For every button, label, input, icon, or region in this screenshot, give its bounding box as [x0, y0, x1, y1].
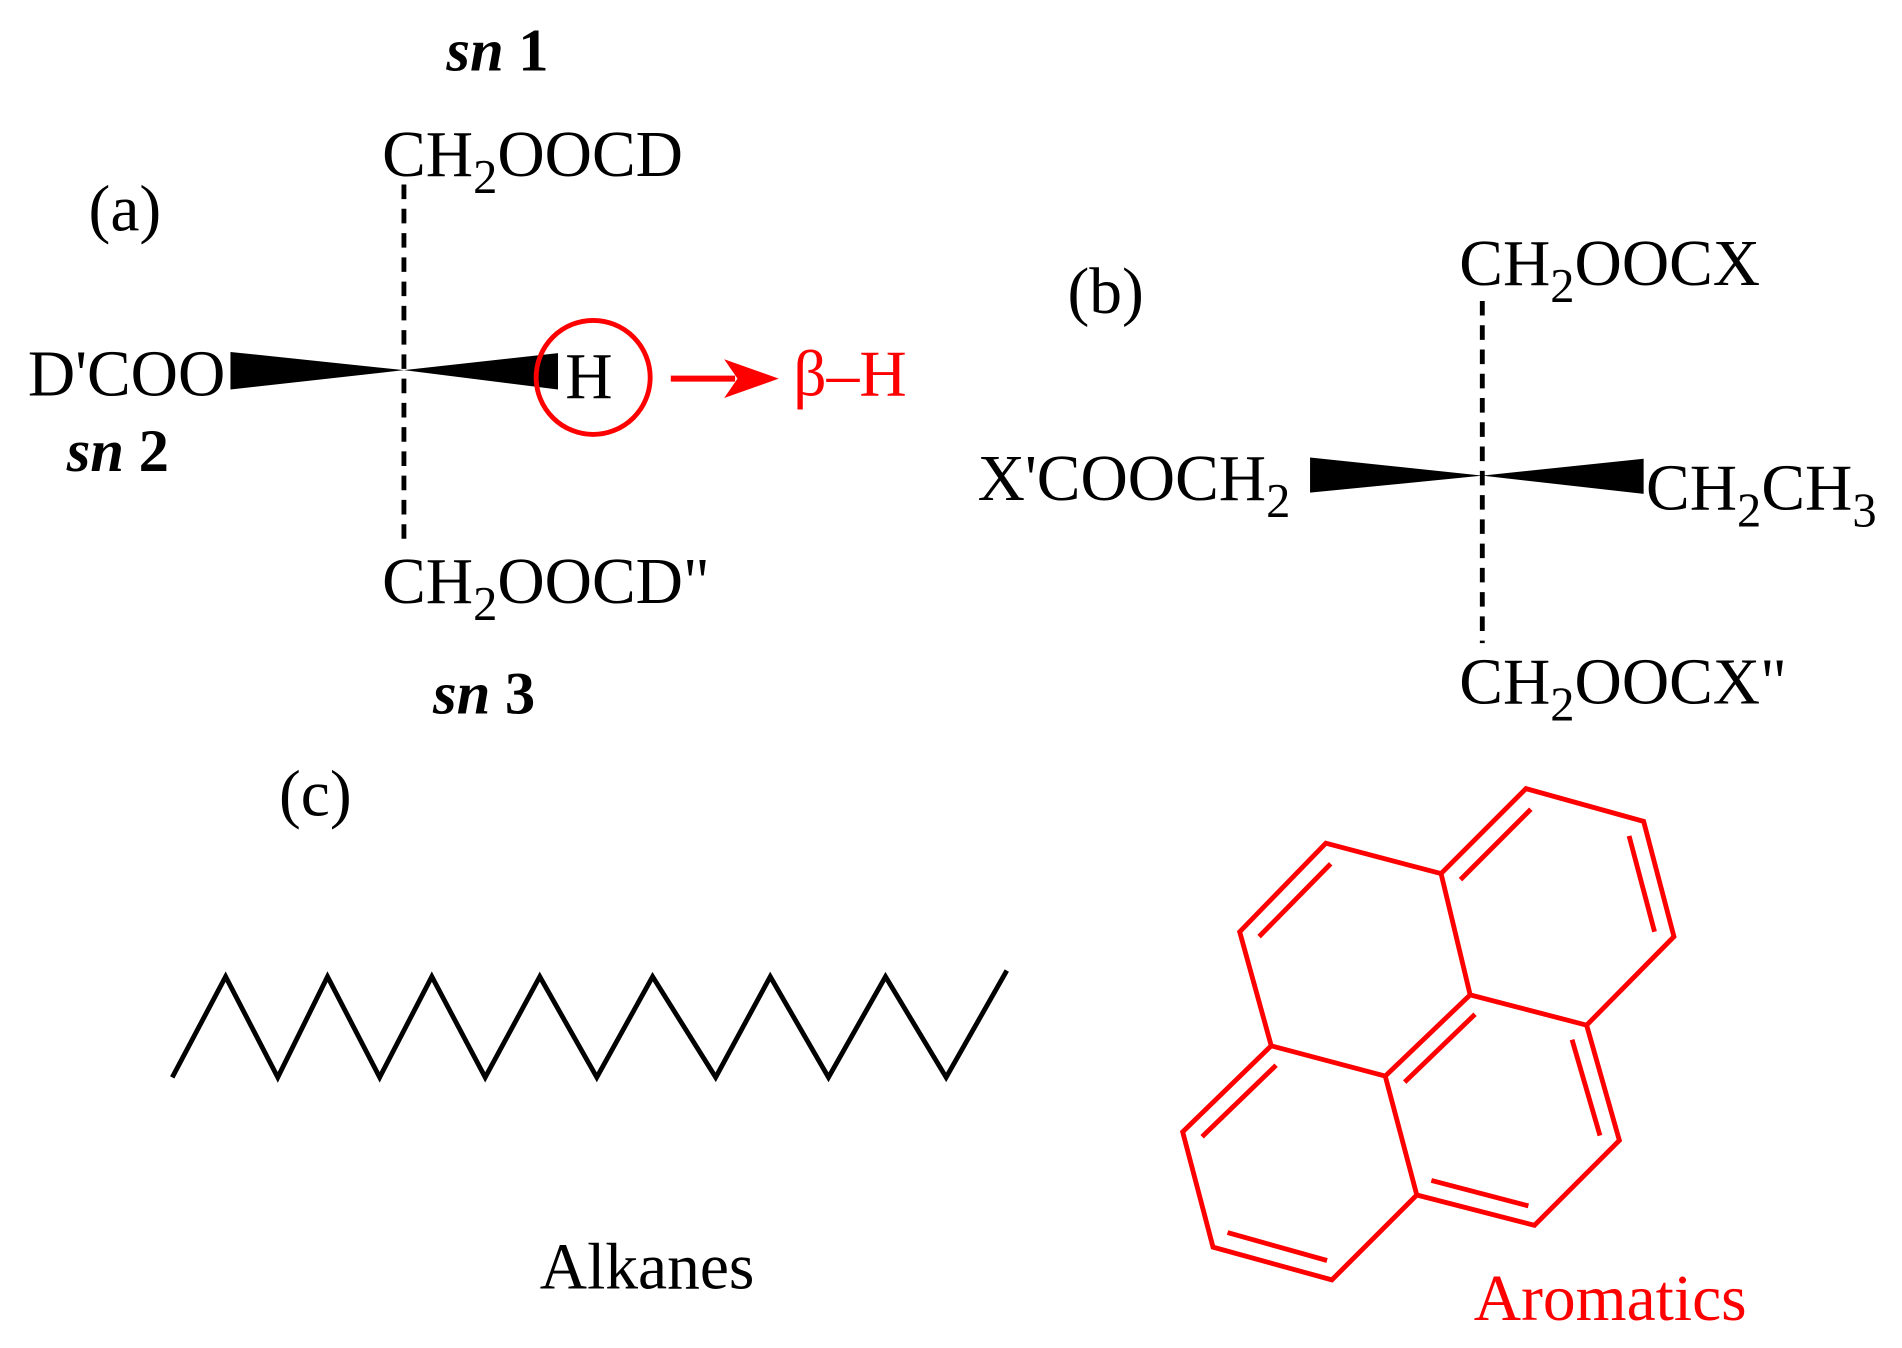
panel-b: (b) CH2OOCX X'COOCH2 CH2CH3 CH2OOCX" [978, 228, 1877, 731]
sn3-prefix: sn [432, 660, 490, 727]
double-bond-line [1226, 1230, 1328, 1263]
panel-a-right-wedge-bond [403, 353, 558, 390]
double-bond-line [1458, 807, 1533, 882]
double-bond-line [1626, 835, 1657, 933]
panel-b-label: (b) [1067, 256, 1143, 328]
beta-hydrogen-label: β–H [793, 339, 906, 411]
panel-b-bottom-group: CH2OOCX" [1459, 647, 1787, 732]
formula-part: X'COOCH [978, 443, 1266, 515]
panel-b-right-group: CH2CH3 [1646, 453, 1877, 538]
double-bond-line [1257, 862, 1333, 939]
formula-part: CH [1646, 453, 1737, 525]
panel-b-left-wedge-bond [1310, 457, 1483, 493]
panel-b-right-wedge-bond [1482, 458, 1644, 494]
double-bond-line [1200, 1063, 1278, 1139]
formula-part: OOCX" [1575, 647, 1787, 719]
formula-subscript: 2 [1550, 260, 1574, 313]
double-bond-line [1569, 1039, 1603, 1137]
double-bond-line [1402, 1012, 1477, 1084]
formula-part: CH [1459, 228, 1550, 300]
panel-a-bottom-group: CH2OOCD" [382, 546, 710, 631]
alkanes-label: Alkanes [540, 1231, 755, 1303]
double-bond-line [1430, 1178, 1530, 1209]
panel-a-left-group: D'COO [28, 339, 225, 411]
pyrene-structure [1179, 785, 1677, 1283]
panel-b-top-group: CH2OOCX [1459, 228, 1760, 313]
panel-a-top-group: CH2OOCD [382, 119, 683, 204]
sn2-prefix: sn [66, 418, 124, 485]
formula-part: OOCD [497, 119, 683, 191]
pyrene-outer-ring [1179, 785, 1677, 1283]
formula-subscript: 3 [1852, 485, 1876, 538]
alkane-zigzag-chain [170, 969, 1009, 1083]
sn1-number: 1 [518, 18, 548, 85]
formula-subscript: 2 [473, 578, 497, 631]
panel-a-label: (a) [89, 174, 162, 246]
aromatics-label: Aromatics [1474, 1263, 1747, 1335]
formula-part: OOCX [1575, 228, 1761, 300]
formula-subscript: 2 [1737, 485, 1761, 538]
sn2-number: 2 [139, 418, 169, 485]
formula-subscript: 2 [1550, 679, 1574, 732]
formula-subscript: 2 [473, 151, 497, 204]
panel-c: (c) Alkanes Aromatics [170, 758, 1747, 1335]
sn3-number: 3 [505, 660, 535, 727]
formula-part: OOCD" [497, 546, 709, 618]
formula-part: CH [382, 119, 473, 191]
formula-part: CH [1459, 647, 1550, 719]
sn1-prefix: sn [445, 18, 503, 85]
beta-hydrogen-highlight-circle [533, 317, 653, 437]
formula-part: CH [382, 546, 473, 618]
highlight-arrow-head [724, 359, 779, 399]
pyrene-inner-bonds [1270, 872, 1588, 1196]
panel-a-hydrogen-atom: H [565, 341, 612, 413]
panel-a-left-wedge-bond [230, 351, 404, 390]
panel-b-left-group: X'COOCH2 [978, 443, 1291, 528]
formula-part: CH [1761, 453, 1852, 525]
panel-c-label: (c) [279, 758, 352, 830]
formula-subscript: 2 [1266, 475, 1290, 528]
